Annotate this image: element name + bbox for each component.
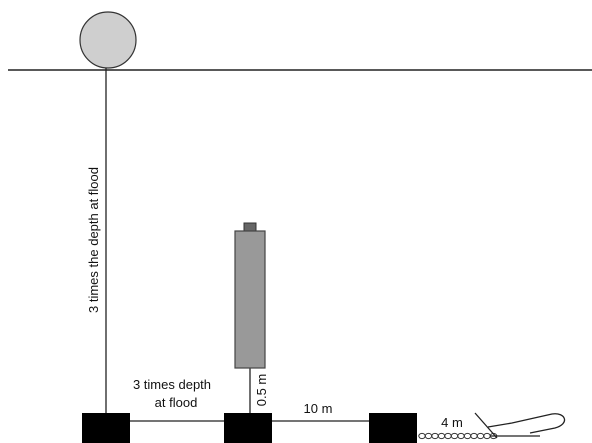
logger-line-label: 0.5 m (254, 374, 269, 407)
chain-link (483, 432, 491, 440)
buoy-line-label: 3 times the depth at flood (86, 167, 101, 313)
chain-link (450, 432, 459, 440)
ground-line-label-1: 3 times depth (133, 377, 211, 392)
anchor-block-middle (224, 413, 272, 443)
ground-line-label-2: at flood (155, 395, 198, 410)
anchor-chain (418, 432, 498, 440)
logger-body (234, 230, 266, 369)
anchor-span-label: 10 m (304, 401, 333, 416)
chain-link (418, 432, 426, 440)
chain-link (457, 432, 465, 440)
chain-link (476, 432, 485, 440)
anchor-block-right (369, 413, 417, 443)
chain-span-label: 4 m (441, 415, 463, 430)
chain-link (463, 432, 472, 440)
grapnel-anchor (474, 412, 566, 439)
chain-link (470, 432, 478, 440)
chain-link (431, 432, 439, 440)
logger-cap (243, 222, 257, 232)
chain-link (424, 432, 433, 440)
chain-link (437, 432, 446, 440)
chain-link (444, 432, 452, 440)
anchor-block-left (82, 413, 130, 443)
surface-buoy (79, 11, 137, 69)
